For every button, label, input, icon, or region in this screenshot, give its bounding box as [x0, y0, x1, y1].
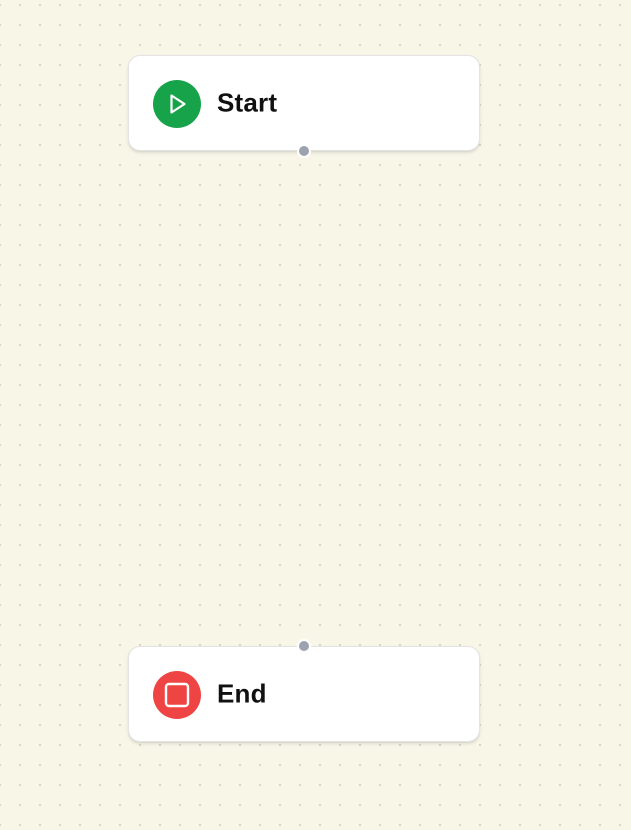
start-node[interactable]: Start: [128, 55, 480, 158]
start-node-output-handle[interactable]: [297, 144, 311, 158]
end-node[interactable]: End: [128, 639, 480, 742]
end-node-input-handle[interactable]: [297, 639, 311, 653]
stop-icon: [153, 671, 201, 719]
start-node-label: Start: [217, 87, 278, 118]
end-node-label: End: [217, 678, 267, 709]
play-icon: [153, 80, 201, 128]
